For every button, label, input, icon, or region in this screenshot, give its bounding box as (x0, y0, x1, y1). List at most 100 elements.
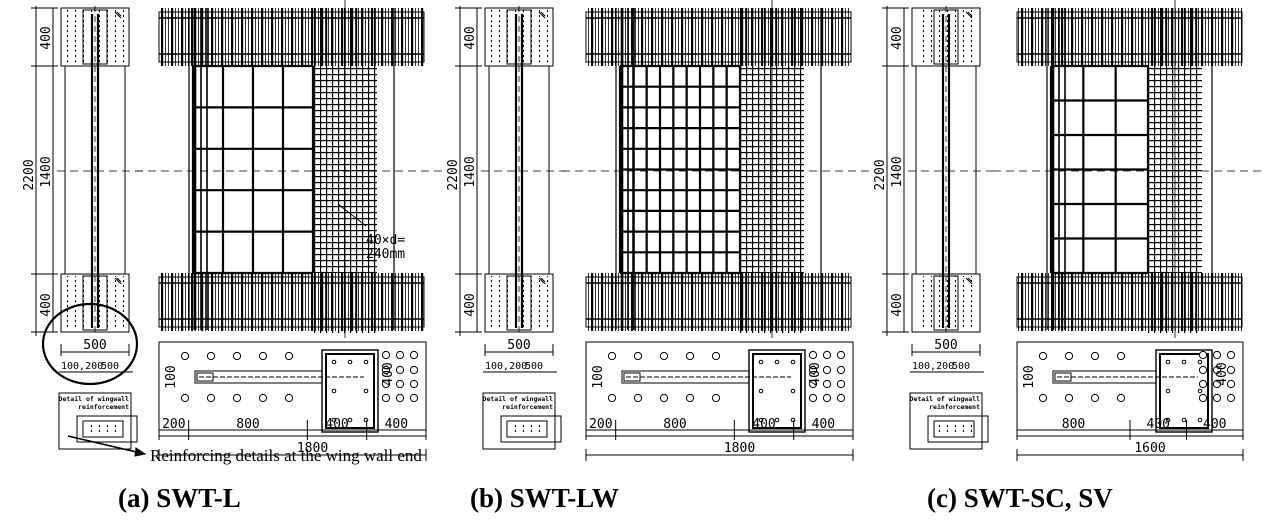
c-plan-dim-text: 400 (1203, 417, 1226, 432)
c-plan-bar-right (1212, 393, 1222, 403)
b-detail-label-2: reinforcement (502, 403, 553, 411)
a-plan-bar-bottom (180, 393, 190, 403)
c-plan-bar-right (1226, 350, 1236, 360)
a-plan-bar-bottom (258, 393, 268, 403)
b-plan-bar-top (607, 351, 617, 361)
detail-highlight-ellipse (41, 302, 139, 386)
c-plan-column-bar (1165, 417, 1171, 423)
a-plan-bar-right (409, 393, 419, 403)
a-plan-outline (158, 341, 427, 437)
b-plan-outline (585, 341, 854, 437)
c-hooks (965, 11, 973, 285)
c-plan-total-text: 1600 (1134, 441, 1165, 456)
a-detail-box (58, 392, 132, 450)
c-detail-box (909, 392, 983, 450)
b-detail-bars (509, 423, 545, 435)
b-plan-column-bar (774, 359, 780, 365)
b-plan-bar-right (836, 365, 846, 375)
a-detail-label-1: Detail of wingwall (59, 395, 130, 403)
a-detail-hoop (82, 420, 124, 438)
a-plan-bar-top (258, 351, 268, 361)
c-plan-label-right: 400 (1215, 362, 1230, 385)
c-plan-bar-right (1226, 379, 1236, 389)
anchorage-leader (337, 203, 367, 227)
caption-c: (c) SWT-SC, SV (927, 483, 1113, 513)
a-detail-bars (85, 423, 121, 435)
wall-end-note: Reinforcing details at the wing wall end (150, 446, 422, 465)
a-plan-dim-text: 400 (325, 417, 348, 432)
a-plan-bar-top (206, 351, 216, 361)
c-plan-dim-text: 400 (1147, 417, 1170, 432)
c-plan-column-hoop (1159, 353, 1209, 429)
c-plan-dim-text: 800 (1062, 417, 1085, 432)
c-dim-bottom-flange-text: 400 (890, 293, 905, 316)
wall-end-arrowhead (134, 447, 147, 457)
b-subdim-2: 500 (525, 361, 543, 372)
c-plan-bar-right (1198, 379, 1208, 389)
a-plan-bar-right (395, 393, 405, 403)
c-plan-column-bar (1197, 359, 1203, 365)
c-plan-label-left: 100 (1022, 365, 1037, 388)
b-plan-bar-top (659, 351, 669, 361)
anchorage-note-line2: 240mm (366, 247, 405, 262)
a-plan-bar-top (180, 351, 190, 361)
a-plan-bar-top (232, 351, 242, 361)
b-detail-box (482, 392, 556, 450)
b-hooks (538, 11, 546, 285)
c-plan-column-bar (1165, 388, 1171, 394)
c-plan-bar-bottom (1038, 393, 1048, 403)
a-plan-bar-right (409, 365, 419, 375)
b-plan-dim-text: 400 (812, 417, 835, 432)
b-plan-column (748, 349, 806, 433)
c-plan-bar-bottom (1064, 393, 1074, 403)
c-plan-bar-right (1198, 350, 1208, 360)
a-plan-bar-right (395, 350, 405, 360)
c-top-flange-bars (1017, 8, 1242, 66)
b-plan-column-bar (758, 417, 764, 423)
a-plan-bar-bottom (232, 393, 242, 403)
b-plan-column-bar (790, 417, 796, 423)
a-plan-dim-text: 200 (162, 417, 185, 432)
b-plan-bar-right (822, 350, 832, 360)
b-bottom-flange-outline (585, 276, 852, 328)
b-plan-column-hoop (752, 353, 802, 429)
b-detail-hoop (506, 420, 548, 438)
a-dim-total-text: 2200 (22, 159, 37, 190)
a-top-flange-outline (158, 11, 425, 63)
b-detail-label-1: Detail of wingwall (483, 395, 554, 403)
a-plan-dim-text: 800 (236, 417, 259, 432)
a-plan-column-bar (347, 417, 353, 423)
a-plan-bar-bottom (206, 393, 216, 403)
a-plan-column-bar (331, 359, 337, 365)
b-plan-bar-bottom (685, 393, 695, 403)
a-plan-bar-right (409, 379, 419, 389)
a-detail-wall (76, 415, 138, 443)
b-dim-bottom-flange-text: 400 (463, 293, 478, 316)
b-plan-bar-bottom (633, 393, 643, 403)
c-plan-bar-right (1212, 379, 1222, 389)
a-hooks (114, 11, 122, 285)
b-plan-bar-bottom (711, 393, 721, 403)
c-plan-bar-top (1090, 351, 1100, 361)
b-plan-column-bar (758, 359, 764, 365)
c-plan-bar-right (1226, 365, 1236, 375)
a-bottom-flange-outline (60, 273, 130, 333)
a-plan-bar-right (395, 379, 405, 389)
b-plan-bar-right (808, 350, 818, 360)
c-detail-hoop (933, 420, 975, 438)
b-dim-top-flange-text: 400 (463, 26, 478, 49)
anchorage-note-line1: 40×d= (366, 233, 405, 248)
c-plan-bar-right (1198, 365, 1208, 375)
b-plan-label-right: 400 (808, 362, 823, 385)
c-detail-label-2: reinforcement (929, 403, 980, 411)
a-dim-middle-text: 1400 (39, 156, 54, 187)
c-dim-total-text: 2200 (873, 159, 888, 190)
a-plan-label-left: 100 (164, 365, 179, 388)
b-plan-label-left: 100 (591, 365, 606, 388)
c-top-flange-outline (1016, 11, 1243, 63)
a-plan-bar-right (381, 365, 391, 375)
b-plan-dim-text: 800 (663, 417, 686, 432)
c-plan-bar-top (1116, 351, 1126, 361)
b-bottom-flange-bars (586, 273, 851, 331)
